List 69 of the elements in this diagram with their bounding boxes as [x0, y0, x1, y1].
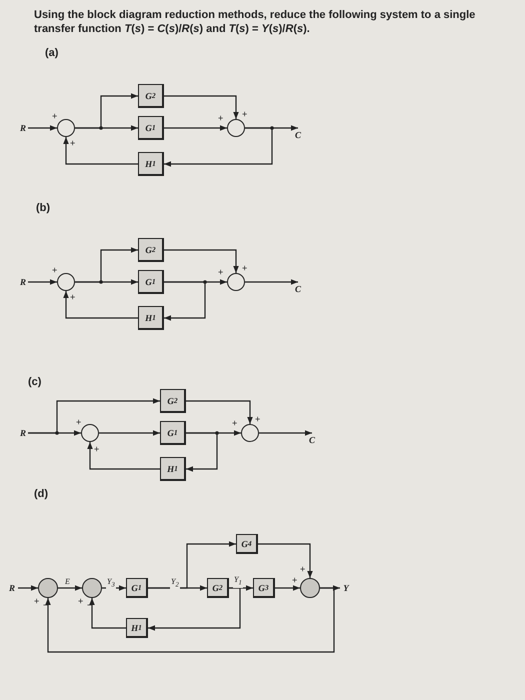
- summing-junction: [81, 424, 99, 442]
- signal-label: C: [292, 282, 304, 296]
- summing-junction: [57, 273, 75, 291]
- arrow: [28, 430, 81, 436]
- arrow: [63, 137, 138, 165]
- panel-label: (b): [36, 202, 50, 214]
- arrow: [164, 281, 206, 321]
- arrow: [164, 249, 239, 273]
- arrow: [28, 125, 57, 131]
- summing-junction: [241, 424, 259, 442]
- sign-label: +: [70, 138, 76, 148]
- summing-junction: [227, 119, 245, 137]
- sign-label: +: [76, 417, 82, 427]
- signal-label: R: [18, 275, 28, 289]
- panel-label: (a): [45, 47, 58, 59]
- signal-label: Y: [340, 581, 352, 595]
- sign-label: +: [242, 263, 248, 273]
- summing-junction: [300, 578, 320, 598]
- summing-junction: [57, 119, 75, 137]
- arrow: [75, 279, 138, 285]
- sign-label: +: [242, 109, 248, 119]
- sign-label: +: [232, 418, 238, 428]
- arrow: [75, 125, 138, 131]
- sign-label: +: [52, 111, 58, 121]
- sign-label: +: [78, 596, 84, 606]
- summing-junction: [38, 578, 58, 598]
- arrow: [28, 279, 57, 285]
- arrow: [18, 585, 38, 591]
- arrow: [58, 585, 82, 591]
- arrow: [102, 585, 126, 591]
- arrow: [186, 400, 253, 424]
- edge-label: Y$_{2}$: [170, 577, 180, 590]
- arrow: [89, 598, 126, 629]
- arrow: [87, 442, 160, 470]
- sign-label: +: [70, 292, 76, 302]
- sign-label: +: [52, 265, 58, 275]
- sign-label: +: [94, 444, 100, 454]
- arrow: [148, 585, 207, 591]
- arrow: [186, 432, 218, 472]
- signal-label: C: [292, 128, 304, 142]
- panel-label: (d): [34, 488, 48, 500]
- signal-label: C: [306, 433, 318, 447]
- sign-label: +: [292, 575, 298, 585]
- signal-label: R: [18, 121, 28, 135]
- arrow: [164, 95, 239, 119]
- instruction-text: Using the block diagram reduction methods, reduce the following system to a single transfer function T(s) = C(s)/R(s) and T(s) = Y(s)/R(s).: [34, 8, 476, 36]
- sign-label: +: [218, 267, 224, 277]
- edge-label: E: [64, 577, 71, 586]
- arrow: [164, 125, 227, 131]
- signal-label: R: [6, 581, 18, 595]
- arrow: [45, 587, 335, 653]
- arrow: [148, 587, 241, 631]
- panel-label: (c): [28, 376, 42, 388]
- sign-label: +: [300, 564, 306, 574]
- arrow: [275, 585, 300, 591]
- sign-label: +: [255, 414, 260, 424]
- arrow: [245, 279, 298, 285]
- arrow: [63, 291, 138, 319]
- sign-label: +: [218, 113, 224, 123]
- edge-label: Y$_{1}$: [233, 575, 243, 588]
- signal-label: R: [18, 426, 28, 440]
- arrow: [99, 430, 160, 436]
- edge-label: Y$_{3}$: [106, 577, 116, 590]
- sign-label: +: [34, 596, 40, 606]
- arrow: [164, 127, 273, 167]
- summing-junction: [82, 578, 102, 598]
- arrow: [258, 543, 313, 578]
- arrow: [259, 430, 312, 436]
- summing-junction: [227, 273, 245, 291]
